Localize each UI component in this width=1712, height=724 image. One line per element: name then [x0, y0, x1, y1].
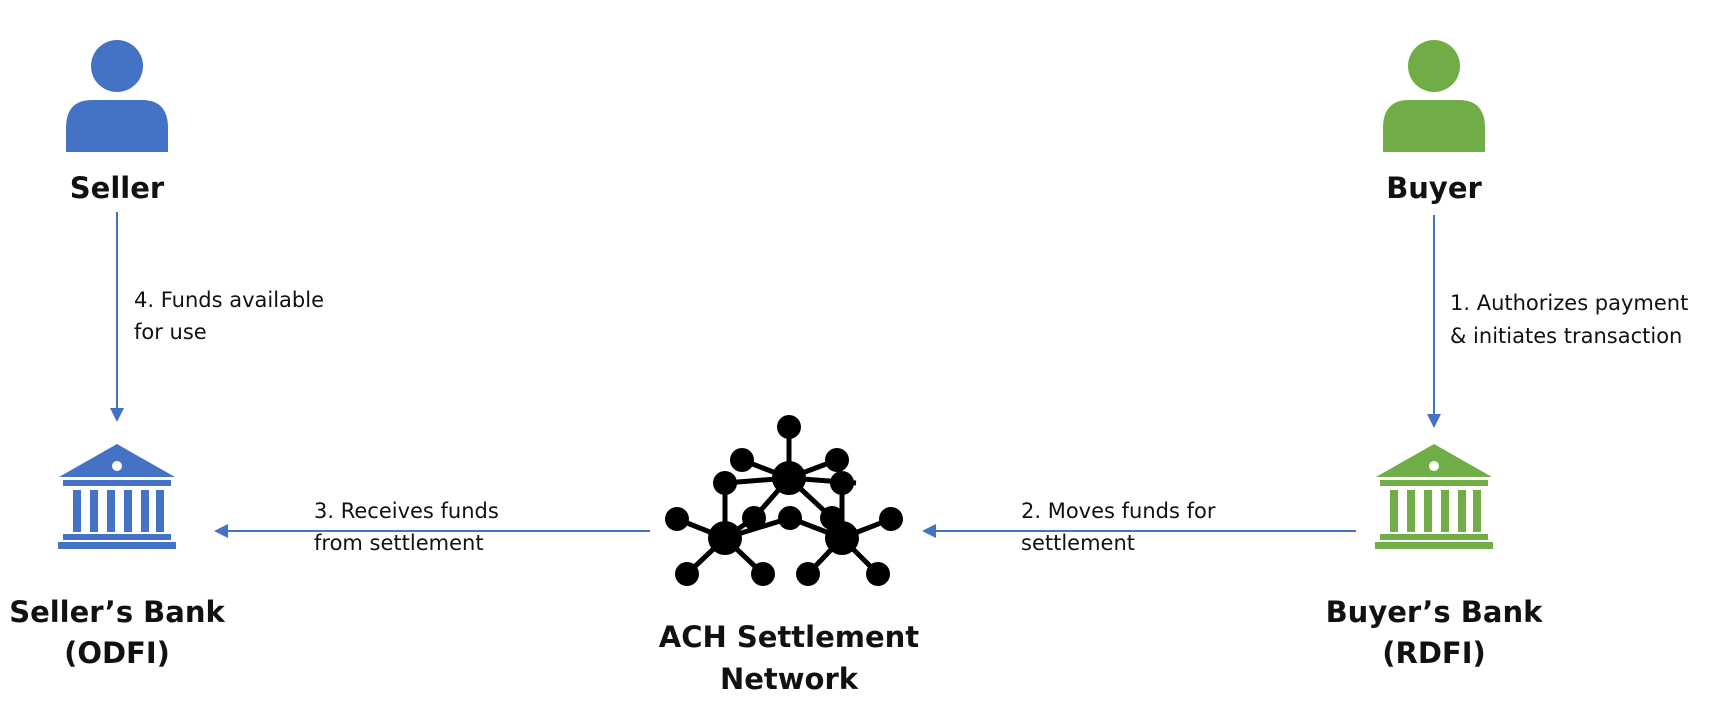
seller-bank-label-line1: Seller’s Bank [9, 595, 225, 629]
network-label-line1: ACH Settlement [659, 620, 920, 654]
step2-label-line1: 2. Moves funds for [1021, 499, 1216, 523]
network-label-line2: Network [720, 662, 859, 696]
arrow-step4 [110, 212, 124, 422]
seller-person-icon [66, 40, 168, 152]
arrow-step2 [922, 524, 1356, 538]
seller-bank-icon [58, 444, 176, 549]
step4-label-line2: for use [134, 320, 207, 344]
buyer-bank-label-line2: (RDFI) [1382, 636, 1486, 670]
step1-label-line1: 1. Authorizes payment [1450, 291, 1688, 315]
network-icon [665, 415, 903, 586]
arrow-step3 [214, 524, 650, 538]
seller-bank-label-line2: (ODFI) [64, 636, 170, 670]
arrow-step1 [1427, 215, 1441, 428]
step2-label-line2: settlement [1021, 531, 1135, 555]
step1-label-line2: & initiates transaction [1450, 324, 1682, 348]
buyer-label: Buyer [1386, 171, 1482, 205]
step4-label-line1: 4. Funds available [134, 288, 324, 312]
buyer-bank-icon [1375, 444, 1493, 549]
buyer-bank-label-line1: Buyer’s Bank [1326, 595, 1544, 629]
seller-label: Seller [70, 171, 165, 205]
step3-label-line2: from settlement [314, 531, 484, 555]
buyer-person-icon [1383, 40, 1485, 152]
step3-label-line1: 3. Receives funds [314, 499, 499, 523]
